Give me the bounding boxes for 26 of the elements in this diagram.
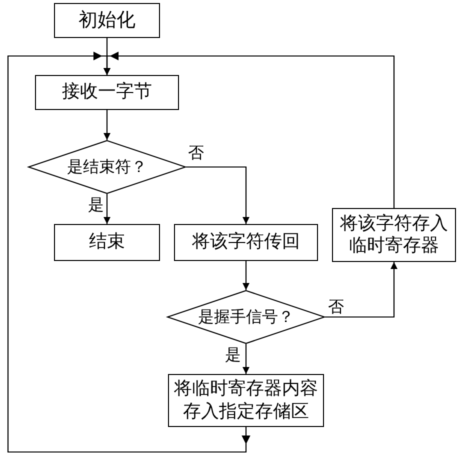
arrow	[242, 344, 250, 374]
process-box	[332, 208, 456, 262]
process-box	[54, 3, 160, 38]
decision-text: 是结束符？	[67, 157, 147, 177]
arrow	[325, 262, 398, 318]
step-text: 接收一字节	[62, 81, 152, 104]
arrow	[242, 261, 250, 290]
step-text: 结束	[89, 231, 125, 254]
decision-diamond	[167, 290, 325, 344]
process-box	[54, 224, 160, 261]
step-text: 将该字符传回	[192, 231, 300, 254]
branch-label: 否	[187, 144, 205, 162]
decision-diamond	[28, 140, 186, 194]
process-box	[174, 224, 318, 261]
step-text: 将临时寄存器内容存入指定存储区	[173, 378, 319, 423]
arrow	[104, 110, 110, 140]
arrow	[104, 52, 395, 209]
decision-text: 是握手信号？	[198, 307, 294, 327]
step-text: 将该字符存入临时寄存器	[339, 212, 449, 258]
branch-label: 是	[87, 196, 105, 214]
arrow	[104, 194, 110, 224]
process-box	[35, 75, 179, 110]
branch-label: 是	[224, 346, 242, 364]
step-text: 初始化	[78, 8, 136, 32]
arrow	[186, 166, 250, 224]
branch-label: 否	[327, 298, 345, 316]
